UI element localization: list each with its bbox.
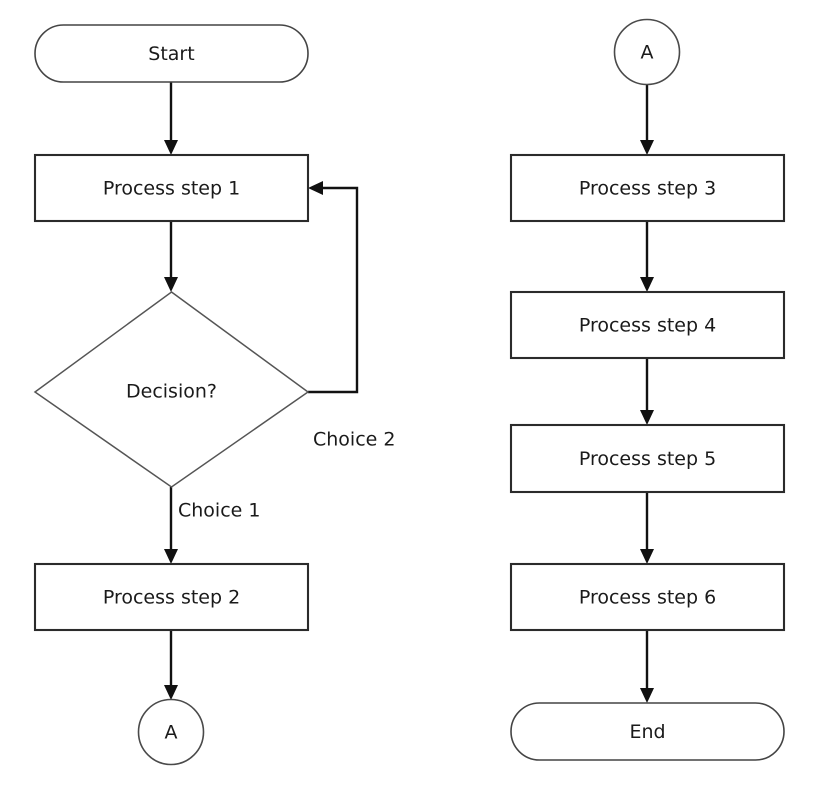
process-step-1-label: Process step 1 [103, 178, 240, 200]
node-connector-a-out[interactable]: A [137, 698, 205, 766]
arrow-head-icon [640, 410, 654, 425]
decision-shape[interactable] [33, 291, 310, 488]
edge-label-choice-2: Choice 2 [313, 429, 395, 451]
arrow-head-icon [640, 140, 654, 155]
end-shape[interactable] [510, 702, 785, 761]
node-start[interactable]: Start [34, 24, 309, 83]
arrow-head-icon [164, 140, 178, 155]
connector-a-out-shape[interactable] [137, 698, 205, 766]
process-step-4-shape[interactable] [509, 290, 786, 360]
edge-process5-to-process6 [640, 492, 654, 564]
end-label: End [629, 721, 665, 743]
edge-process3-to-process4 [640, 221, 654, 292]
process-step-3-label: Process step 3 [579, 178, 716, 200]
edge-decision-to-process1-loopback [308, 181, 359, 394]
node-decision[interactable]: Decision? [33, 291, 310, 488]
arrow-head-icon [640, 277, 654, 292]
edge-process6-to-end [640, 630, 654, 703]
edge-process1-to-decision [164, 221, 178, 292]
edge-process4-to-process5 [640, 358, 654, 425]
connector-a-in-label: A [641, 42, 654, 64]
process-step-6-label: Process step 6 [579, 587, 716, 609]
process-step-5-label: Process step 5 [579, 448, 716, 470]
edge-decision-to-process2 [164, 487, 178, 564]
arrow-head-icon [164, 277, 178, 292]
process-step-5-shape[interactable] [509, 423, 786, 494]
node-process-step-1[interactable]: Process step 1 [33, 153, 310, 223]
start-shape[interactable] [34, 24, 309, 83]
edge-connector-a-to-process3 [640, 85, 654, 155]
node-connector-a-in[interactable]: A [613, 18, 681, 86]
process-step-3-shape[interactable] [509, 153, 786, 223]
edge-start-to-process1 [164, 82, 178, 155]
arrow-head-icon [164, 685, 178, 700]
process-step-6-shape[interactable] [509, 562, 786, 632]
node-process-step-4[interactable]: Process step 4 [509, 290, 786, 360]
arrow-head-icon [164, 549, 178, 564]
edge-label-choice-1: Choice 1 [178, 500, 260, 522]
node-process-step-3[interactable]: Process step 3 [509, 153, 786, 223]
decision-label: Decision? [126, 381, 217, 403]
process-step-4-label: Process step 4 [579, 315, 716, 337]
node-process-step-6[interactable]: Process step 6 [509, 562, 786, 632]
node-end[interactable]: End [510, 702, 785, 761]
start-label: Start [148, 43, 194, 65]
arrow-head-icon [308, 181, 323, 195]
edge-process2-to-connector-a [164, 630, 178, 700]
node-process-step-5[interactable]: Process step 5 [509, 423, 786, 494]
process-step-2-shape[interactable] [33, 562, 310, 632]
process-step-1-shape[interactable] [33, 153, 310, 223]
connector-a-in-shape[interactable] [613, 18, 681, 86]
process-step-2-label: Process step 2 [103, 587, 240, 609]
node-process-step-2[interactable]: Process step 2 [33, 562, 310, 632]
arrow-head-icon [640, 688, 654, 703]
arrow-head-icon [640, 549, 654, 564]
connector-a-out-label: A [165, 722, 178, 744]
